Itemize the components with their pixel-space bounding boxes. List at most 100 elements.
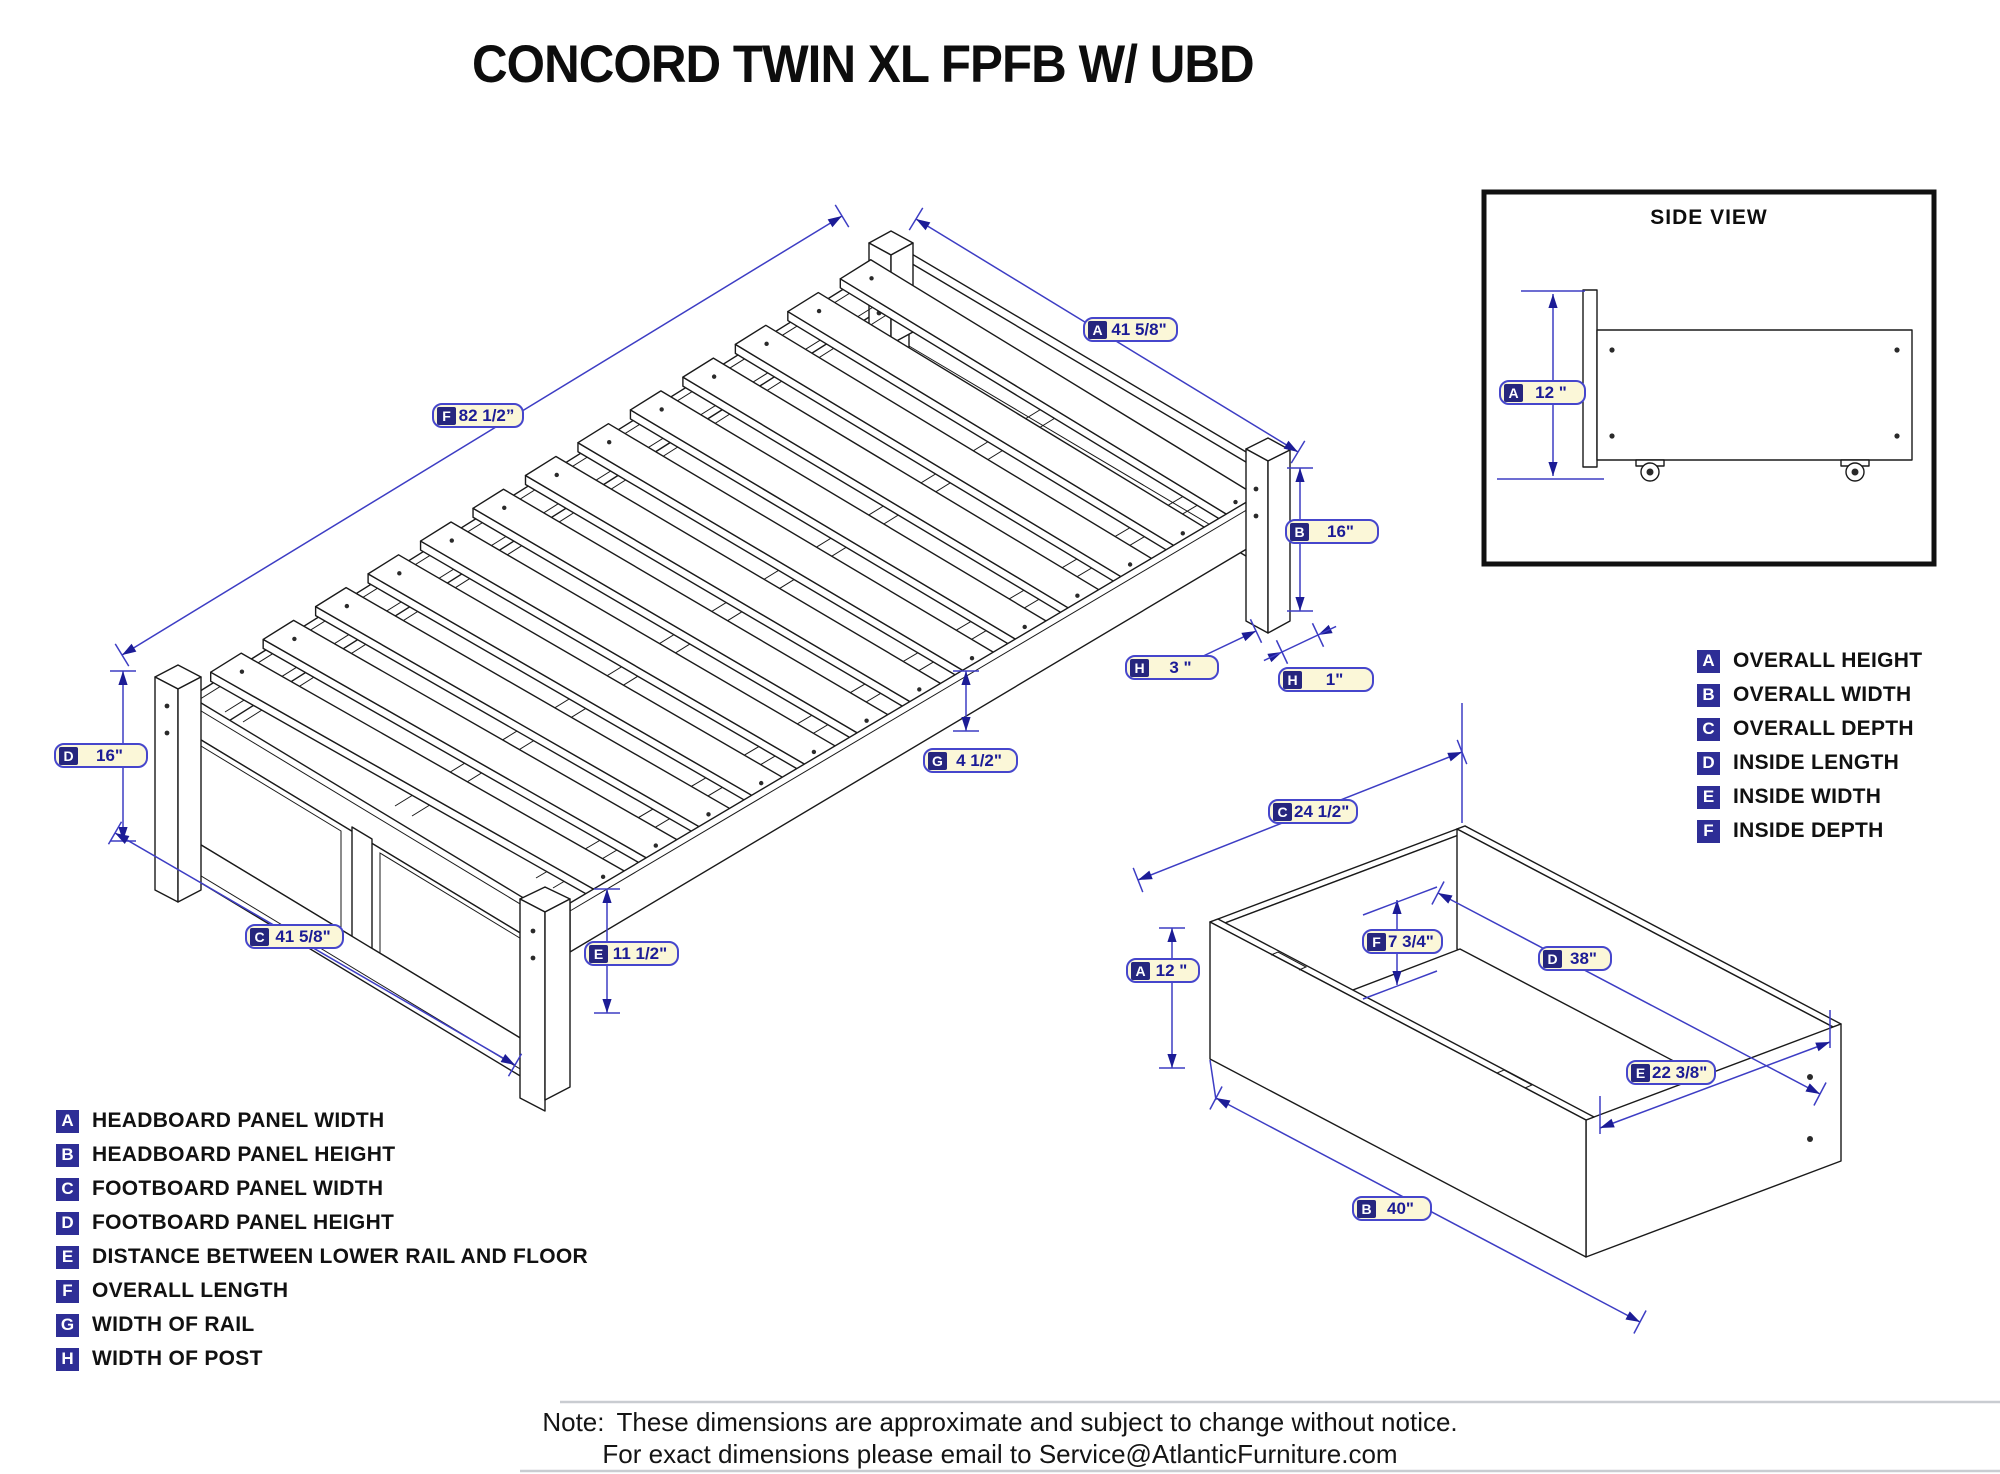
dim-badge: G — [928, 751, 947, 770]
dim-badge: C — [250, 927, 269, 946]
note-line2: For exact dimensions please email to Ser… — [602, 1439, 1398, 1469]
legend-badge: A — [56, 1109, 79, 1133]
legend-badge: C — [56, 1177, 79, 1201]
dim-bed-post-width-1: H 1" — [1278, 667, 1374, 692]
dim-badge: D — [59, 746, 78, 765]
dim-badge: B — [1290, 522, 1309, 541]
legend-label: OVERALL WIDTH — [1733, 683, 1912, 706]
dim-value: 41 5/8" — [275, 926, 331, 946]
legend-label: OVERALL HEIGHT — [1733, 649, 1923, 672]
legend-label: INSIDE WIDTH — [1733, 785, 1882, 808]
legend-item: C OVERALL DEPTH — [1697, 717, 1922, 741]
legend-label: DISTANCE BETWEEN LOWER RAIL AND FLOOR — [92, 1245, 589, 1268]
dim-drawer-overall-width: B 40" — [1352, 1196, 1432, 1221]
legend-label: HEADBOARD PANEL HEIGHT — [92, 1143, 396, 1166]
legend-badge: E — [56, 1245, 79, 1269]
legend-label: OVERALL DEPTH — [1733, 717, 1914, 740]
dim-badge: H — [1130, 658, 1149, 677]
bed-frame-drawing — [154, 230, 1291, 1112]
legend-label: OVERALL LENGTH — [92, 1279, 289, 1302]
legend-label: FOOTBOARD PANEL WIDTH — [92, 1177, 384, 1200]
dim-drawer-overall-depth: C 24 1/2" — [1268, 799, 1359, 824]
footer-note: Note: These dimensions are approximate an… — [0, 1406, 2000, 1470]
legend-label: INSIDE LENGTH — [1733, 751, 1900, 774]
legend-item: A HEADBOARD PANEL WIDTH — [56, 1109, 588, 1133]
legend-drawer-measurements: A OVERALL HEIGHT B OVERALL WIDTH C OVERALL … — [1697, 649, 1922, 853]
legend-badge: H — [56, 1347, 79, 1371]
dim-bed-headboard-width: A 41 5/8" — [1083, 317, 1178, 342]
dim-value: 7 3/4" — [1388, 931, 1434, 951]
legend-badge: D — [56, 1211, 79, 1235]
legend-item: G WIDTH OF RAIL — [56, 1313, 588, 1337]
dim-drawer-inside-depth: F 7 3/4" — [1362, 929, 1443, 954]
dim-badge: C — [1273, 802, 1292, 821]
legend-badge: B — [56, 1143, 79, 1167]
legend-badge: B — [1697, 683, 1720, 707]
legend-item: F INSIDE DEPTH — [1697, 819, 1922, 843]
legend-item: B OVERALL WIDTH — [1697, 683, 1922, 707]
legend-label: WIDTH OF RAIL — [92, 1313, 255, 1336]
legend-item: E INSIDE WIDTH — [1697, 785, 1922, 809]
page-rule-lines — [520, 1400, 2000, 1473]
legend-label: FOOTBOARD PANEL HEIGHT — [92, 1211, 395, 1234]
dim-value: 12 " — [1155, 960, 1188, 980]
dim-value: 16" — [1327, 521, 1354, 541]
dim-value: 3 " — [1169, 657, 1192, 677]
dim-value: 82 1/2” — [458, 405, 515, 425]
dim-value: 16" — [96, 745, 123, 765]
side-view-title: SIDE VIEW — [1650, 206, 1768, 229]
dim-value: 24 1/2" — [1294, 801, 1350, 821]
dim-drawer-inside-width: E 22 3/8" — [1626, 1060, 1717, 1085]
dim-value: 4 1/2" — [956, 750, 1002, 770]
legend-badge: D — [1697, 751, 1720, 775]
legend-item: C FOOTBOARD PANEL WIDTH — [56, 1177, 588, 1201]
legend-item: B HEADBOARD PANEL HEIGHT — [56, 1143, 588, 1167]
dim-badge: B — [1357, 1199, 1376, 1218]
legend-label: HEADBOARD PANEL WIDTH — [92, 1109, 385, 1132]
legend-badge: F — [56, 1279, 79, 1303]
dim-value: 1" — [1325, 669, 1344, 689]
dim-bed-rail-floor-distance: E 11 1/2" — [584, 941, 679, 966]
dim-sideview-overall-height: A 12 " — [1499, 380, 1586, 405]
dim-bed-overall-length: F 82 1/2” — [432, 403, 524, 428]
legend-badge: E — [1697, 785, 1720, 809]
legend-item: F OVERALL LENGTH — [56, 1279, 588, 1303]
dim-badge: A — [1088, 320, 1107, 339]
side-view-drawing — [1481, 189, 1937, 567]
dim-value: 41 5/8" — [1111, 319, 1167, 339]
note-label: Note: — [542, 1407, 605, 1437]
dimension-lines — [107, 204, 1831, 1334]
page-title: CONCORD TWIN XL FPFB W/ UBD — [472, 35, 1255, 94]
dim-value: 22 3/8" — [1652, 1062, 1708, 1082]
dim-bed-rail-width: G 4 1/2" — [923, 748, 1018, 773]
dim-value: 11 1/2" — [612, 943, 668, 963]
underbed-drawer-drawing — [1209, 825, 1842, 1258]
dim-value: 12 " — [1535, 382, 1567, 402]
dim-drawer-overall-height: A 12 " — [1126, 958, 1200, 983]
note-line1: These dimensions are approximate and sub… — [616, 1407, 1458, 1437]
legend-badge: G — [56, 1313, 79, 1337]
dim-badge: H — [1283, 670, 1302, 689]
legend-label: INSIDE DEPTH — [1733, 819, 1884, 842]
legend-item: D FOOTBOARD PANEL HEIGHT — [56, 1211, 588, 1235]
dim-bed-footboard-height: D 16" — [54, 743, 148, 768]
legend-bed-parts: A HEADBOARD PANEL WIDTH B HEADBOARD PANEL … — [56, 1109, 588, 1381]
dim-bed-headboard-height: B 16" — [1285, 519, 1379, 544]
dim-badge: A — [1504, 383, 1523, 402]
legend-item: A OVERALL HEIGHT — [1697, 649, 1922, 673]
dim-value: 38" — [1570, 948, 1597, 968]
dim-bed-footboard-width: C 41 5/8" — [245, 924, 344, 949]
dim-badge: A — [1131, 961, 1150, 980]
dim-drawer-inside-length: D 38" — [1538, 946, 1612, 971]
legend-badge: F — [1697, 819, 1720, 843]
dim-badge: E — [1631, 1063, 1650, 1082]
legend-item: D INSIDE LENGTH — [1697, 751, 1922, 775]
legend-badge: C — [1697, 717, 1720, 741]
legend-badge: A — [1697, 649, 1720, 673]
legend-item: E DISTANCE BETWEEN LOWER RAIL AND FLOOR — [56, 1245, 588, 1269]
dim-value: 40" — [1387, 1198, 1414, 1218]
dim-bed-post-width-3: H 3 " — [1125, 655, 1219, 680]
dim-badge: F — [437, 406, 456, 425]
